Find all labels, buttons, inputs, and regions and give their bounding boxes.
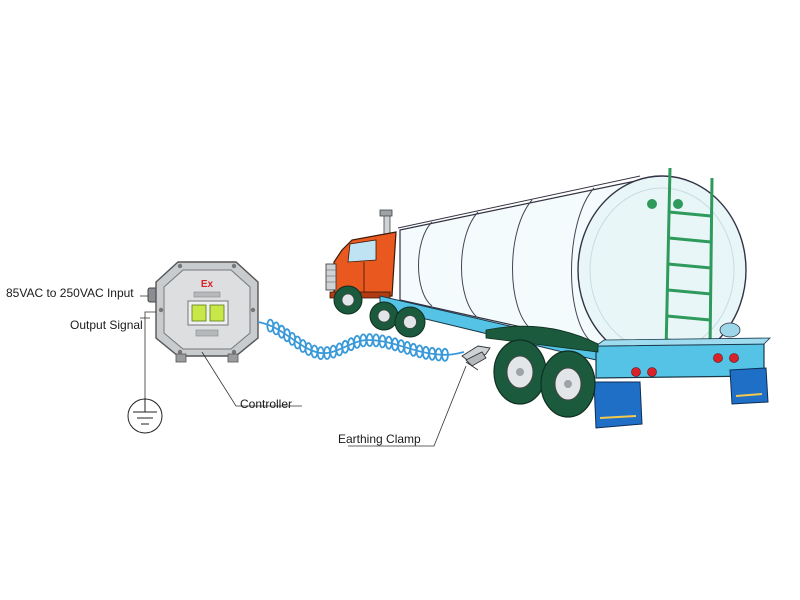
earthing-clamp-label: Earthing Clamp	[338, 432, 421, 446]
truck-cab	[325, 209, 397, 315]
cable-coil-loop	[441, 347, 449, 362]
tanker-trailer	[379, 167, 771, 429]
leader-lines	[140, 295, 467, 447]
ex-mark: Ex	[201, 279, 214, 290]
coiled-earthing-cable	[257, 318, 465, 362]
controller-unit: Ex	[147, 261, 259, 363]
trailer-wheels	[369, 301, 596, 418]
indicator-light-icon	[191, 304, 207, 322]
controller-label: Controller	[240, 397, 293, 411]
indicator-light-icon	[209, 304, 225, 322]
ground-icon	[127, 398, 163, 434]
power-input-label: 85VAC to 250VAC Input	[6, 286, 134, 300]
earthing-clamp	[461, 345, 491, 371]
output-signal-label: Output Signal	[70, 318, 143, 332]
